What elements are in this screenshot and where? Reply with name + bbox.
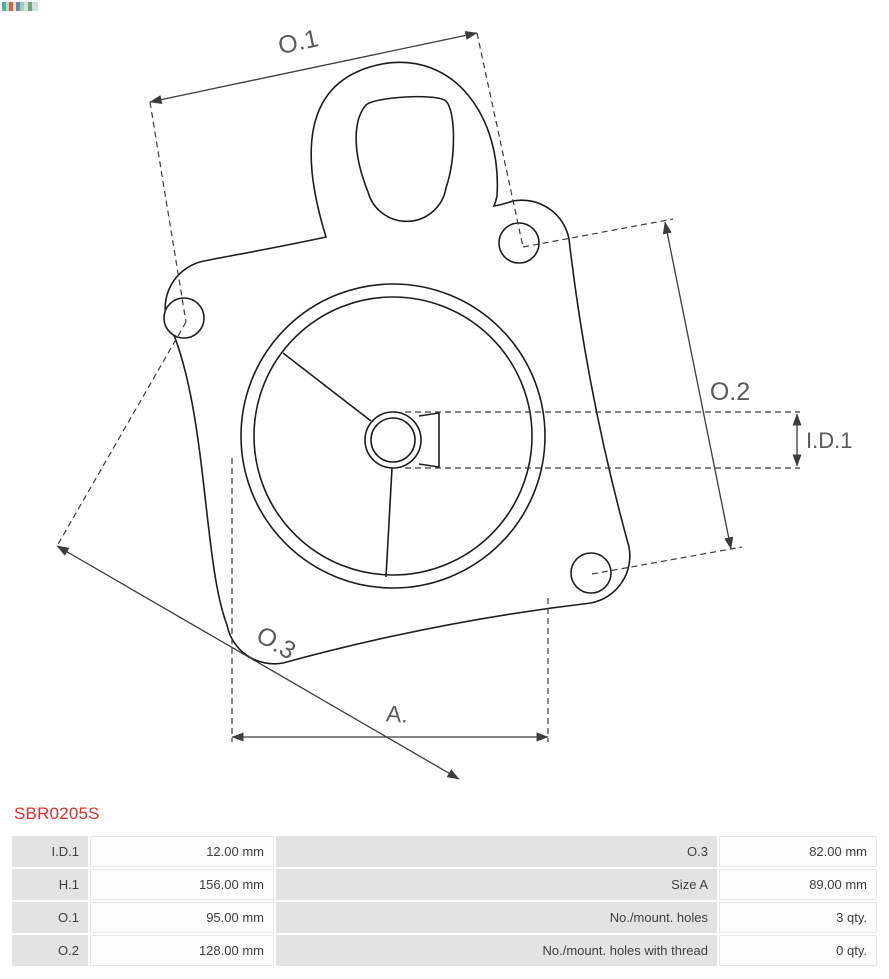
spec-key: O.2 <box>12 935 88 966</box>
spec-key: H.1 <box>12 869 88 900</box>
shaft-bore-inner <box>370 417 416 463</box>
spec-value: 156.00 mm <box>90 869 274 900</box>
table-row: I.D.1 12.00 mm O.3 82.00 mm <box>12 836 877 867</box>
spec-value: 3 qty. <box>719 902 877 933</box>
keyway-notch <box>418 412 440 468</box>
ext-line-o2-bottom <box>591 546 743 575</box>
table-row: H.1 156.00 mm Size A 89.00 mm <box>12 869 877 900</box>
table-row: O.1 95.00 mm No./mount. holes 3 qty. <box>12 902 877 933</box>
dim-label-id1: I.D.1 <box>806 428 852 453</box>
spec-key: No./mount. holes with thread <box>276 935 717 966</box>
bolt-hole-top-right <box>498 222 540 264</box>
spec-value: 12.00 mm <box>90 836 274 867</box>
spec-key: I.D.1 <box>12 836 88 867</box>
dim-label-o2: O.2 <box>710 378 750 406</box>
spec-value: 95.00 mm <box>90 902 274 933</box>
spec-key: O.1 <box>12 902 88 933</box>
dim-arrow-o1 <box>149 30 478 105</box>
spec-key: No./mount. holes <box>276 902 717 933</box>
sector-line-upper <box>282 352 372 422</box>
bolt-hole-left <box>163 297 205 339</box>
technical-drawing: O.1 O.2 I.D.1 O.3 A. <box>56 24 852 780</box>
spec-value: 82.00 mm <box>719 836 877 867</box>
spec-value: 0 qty. <box>719 935 877 966</box>
part-outline-group <box>163 61 631 665</box>
table-row: O.2 128.00 mm No./mount. holes with thre… <box>12 935 877 966</box>
bolt-hole-bottom-right <box>570 552 612 594</box>
spec-key: Size A <box>276 869 717 900</box>
spec-value: 89.00 mm <box>719 869 877 900</box>
spec-key: O.3 <box>276 836 717 867</box>
dim-arrow-o2 <box>662 221 734 550</box>
ext-line-o1-left <box>149 101 187 323</box>
part-code: SBR0205S <box>14 804 100 823</box>
spec-value: 128.00 mm <box>90 935 274 966</box>
ext-line-o1-right <box>476 32 524 248</box>
ext-line-o2-top <box>522 218 674 248</box>
dim-label-a: A. <box>385 700 408 727</box>
spec-table: I.D.1 12.00 mm O.3 82.00 mm H.1 156.00 m… <box>10 834 879 968</box>
ext-line-o3 <box>56 321 187 547</box>
lifting-eye-cutout <box>355 95 455 223</box>
dim-label-o1: O.1 <box>276 24 321 60</box>
corner-artifact <box>2 2 38 11</box>
dimension-arrows-group <box>56 30 802 780</box>
